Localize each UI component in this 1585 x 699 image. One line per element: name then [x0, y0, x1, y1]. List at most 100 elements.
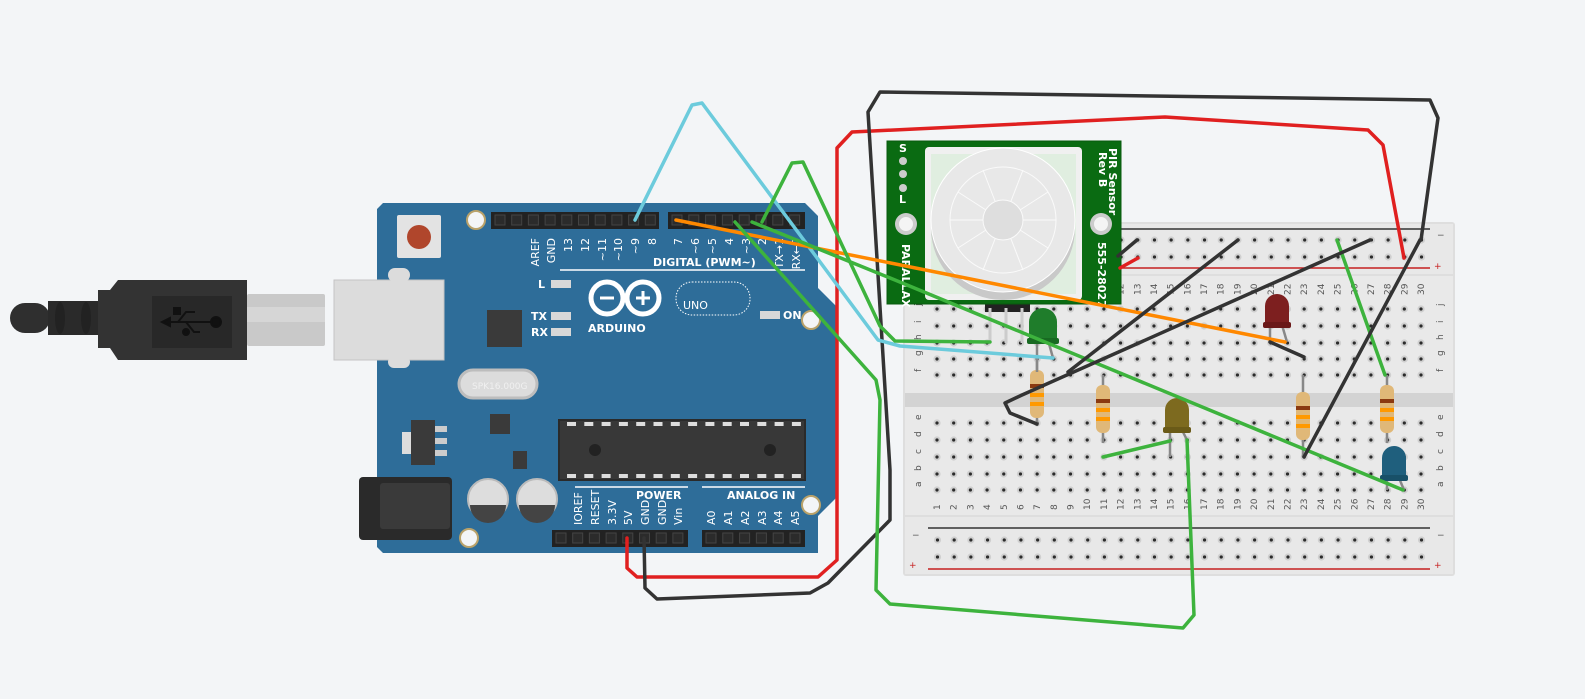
breadboard-hole[interactable]	[1200, 486, 1208, 494]
breadboard-hole[interactable]	[1384, 355, 1392, 363]
rail-hole[interactable]	[1084, 553, 1092, 561]
rail-hole[interactable]	[1317, 553, 1325, 561]
breadboard-hole[interactable]	[1066, 436, 1075, 444]
breadboard-hole[interactable]	[950, 470, 958, 478]
breadboard-hole[interactable]	[933, 436, 941, 444]
breadboard-hole[interactable]	[1333, 371, 1342, 379]
header-pin[interactable]	[594, 214, 606, 226]
wire-cyan-pin9[interactable]	[633, 101, 1055, 360]
breadboard-hole[interactable]	[1267, 355, 1275, 363]
wire-black-red-led[interactable]	[1268, 340, 1306, 359]
breadboard-hole[interactable]	[1016, 470, 1025, 478]
rail-hole[interactable]	[1351, 553, 1359, 561]
rail-hole[interactable]	[1267, 253, 1275, 261]
breadboard-hole[interactable]	[1016, 371, 1025, 379]
header-pin[interactable]	[721, 214, 733, 226]
rail-hole[interactable]	[1134, 536, 1142, 544]
rail-hole[interactable]	[1267, 553, 1275, 561]
breadboard-hole[interactable]	[1050, 436, 1058, 444]
resistor[interactable]	[1380, 375, 1394, 443]
rail-hole[interactable]	[983, 536, 992, 544]
breadboard-hole[interactable]	[1033, 486, 1041, 494]
breadboard-hole[interactable]	[1167, 355, 1175, 363]
rail-hole[interactable]	[1234, 553, 1242, 561]
breadboard-hole[interactable]	[1233, 470, 1242, 478]
rail-hole[interactable]	[1117, 536, 1125, 544]
breadboard-hole[interactable]	[1367, 371, 1375, 379]
breadboard-hole[interactable]	[1200, 436, 1208, 444]
breadboard-hole[interactable]	[1283, 486, 1292, 494]
breadboard-hole[interactable]	[966, 486, 974, 494]
header-pin[interactable]	[555, 532, 567, 544]
breadboard-hole[interactable]	[1367, 355, 1375, 363]
breadboard-hole[interactable]	[1167, 371, 1175, 379]
breadboard-hole[interactable]	[1100, 322, 1108, 330]
breadboard-hole[interactable]	[1183, 355, 1191, 363]
rail-hole[interactable]	[1067, 536, 1075, 544]
rail-hole[interactable]	[1084, 536, 1092, 544]
breadboard-hole[interactable]	[1233, 305, 1242, 313]
rail-hole[interactable]	[1251, 253, 1259, 261]
header-pin[interactable]	[611, 214, 623, 226]
rail-hole[interactable]	[1417, 536, 1426, 544]
breadboard-hole[interactable]	[1050, 470, 1058, 478]
breadboard-hole[interactable]	[1283, 371, 1292, 379]
rail-hole[interactable]	[1334, 536, 1342, 544]
breadboard-hole[interactable]	[1384, 339, 1392, 347]
rail-hole[interactable]	[1050, 553, 1058, 561]
breadboard-hole[interactable]	[1050, 419, 1058, 427]
breadboard-hole[interactable]	[1317, 339, 1325, 347]
breadboard-hole[interactable]	[1317, 470, 1325, 478]
breadboard-hole[interactable]	[1317, 371, 1325, 379]
breadboard-hole[interactable]	[1417, 453, 1425, 461]
rail-hole[interactable]	[1100, 536, 1109, 544]
breadboard-hole[interactable]	[1317, 305, 1325, 313]
breadboard-hole[interactable]	[1050, 305, 1058, 313]
breadboard-hole[interactable]	[1333, 486, 1342, 494]
breadboard-hole[interactable]	[933, 486, 941, 494]
rail-hole[interactable]	[1301, 536, 1309, 544]
breadboard-hole[interactable]	[966, 371, 974, 379]
breadboard-hole[interactable]	[1133, 470, 1141, 478]
breadboard-hole[interactable]	[933, 355, 941, 363]
header-pin[interactable]	[739, 532, 751, 544]
breadboard-hole[interactable]	[1066, 453, 1075, 461]
breadboard-hole[interactable]	[1116, 436, 1125, 444]
breadboard-hole[interactable]	[1167, 470, 1175, 478]
rail-hole[interactable]	[1184, 253, 1192, 261]
breadboard-hole[interactable]	[1250, 453, 1258, 461]
pir-sensor[interactable]: S L PARALLAX PIR Sensor Rev B 555-28027	[886, 140, 1122, 343]
breadboard-hole[interactable]	[1400, 436, 1408, 444]
breadboard-hole[interactable]	[1417, 355, 1425, 363]
breadboard-hole[interactable]	[1250, 339, 1258, 347]
breadboard-hole[interactable]	[1267, 436, 1275, 444]
breadboard-hole[interactable]	[1116, 470, 1125, 478]
breadboard-hole[interactable]	[1083, 322, 1091, 330]
breadboard-hole[interactable]	[966, 322, 974, 330]
breadboard-hole[interactable]	[950, 371, 958, 379]
breadboard-hole[interactable]	[1217, 339, 1225, 347]
breadboard-hole[interactable]	[1050, 371, 1058, 379]
breadboard-hole[interactable]	[1333, 322, 1342, 330]
breadboard-hole[interactable]	[1083, 436, 1091, 444]
wire-black-gnd[interactable]	[642, 90, 1440, 601]
header-pin[interactable]	[705, 214, 717, 226]
rail-hole[interactable]	[1401, 553, 1409, 561]
breadboard-hole[interactable]	[966, 470, 974, 478]
breadboard-hole[interactable]	[1333, 453, 1342, 461]
rail-hole[interactable]	[1251, 536, 1259, 544]
breadboard-hole[interactable]	[1150, 371, 1158, 379]
breadboard-hole[interactable]	[1150, 322, 1158, 330]
rail-hole[interactable]	[1217, 236, 1225, 244]
breadboard-hole[interactable]	[1000, 470, 1008, 478]
rail-hole[interactable]	[1167, 253, 1175, 261]
breadboard-hole[interactable]	[1300, 339, 1308, 347]
breadboard-hole[interactable]	[1200, 355, 1208, 363]
breadboard-hole[interactable]	[1116, 419, 1125, 427]
rail-hole[interactable]	[1200, 536, 1209, 544]
breadboard-hole[interactable]	[1233, 436, 1242, 444]
breadboard-hole[interactable]	[1283, 419, 1292, 427]
rail-hole[interactable]	[967, 536, 975, 544]
